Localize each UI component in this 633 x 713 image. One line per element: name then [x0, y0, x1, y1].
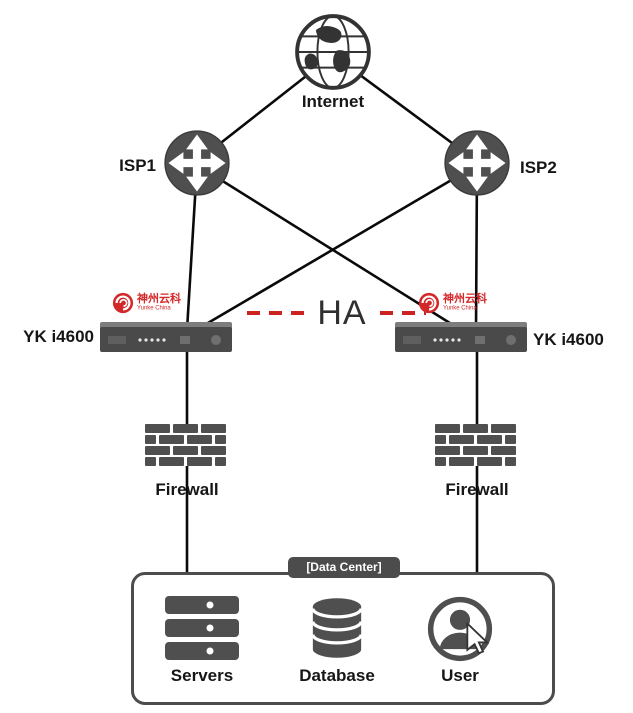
- servers-icon: [165, 596, 239, 660]
- yunke-swirl-icon: [112, 292, 134, 314]
- yunke-brand-text: 神州云科: [443, 293, 487, 305]
- yunke-logo-right: 神州云科 Yunke China: [418, 292, 487, 314]
- yk-appliance-right-icon: [395, 322, 527, 352]
- yk-appliance-left-icon: [100, 322, 232, 352]
- internet-label: Internet: [301, 92, 365, 111]
- isp1-label: ISP1: [119, 156, 156, 175]
- internet-globe-icon: [295, 14, 371, 90]
- isp1-router-icon: [164, 130, 230, 196]
- user-icon: [427, 596, 493, 662]
- servers-label: Servers: [170, 666, 234, 685]
- cursor-arrow-icon: [466, 621, 490, 655]
- yunke-logo-left: 神州云科 Yunke China: [112, 292, 181, 314]
- ha-label: HA: [317, 294, 367, 332]
- database-label: Database: [299, 666, 375, 685]
- database-icon: [311, 598, 363, 658]
- firewall-left-label: Firewall: [155, 480, 219, 499]
- user-label: User: [441, 666, 479, 685]
- yk-left-label: YK i4600: [23, 327, 94, 346]
- yunke-brand-text: 神州云科: [137, 293, 181, 305]
- datacenter-badge: [Data Center]: [288, 557, 400, 578]
- firewall-left-icon: [145, 424, 226, 466]
- isp2-label: ISP2: [520, 158, 557, 177]
- yunke-brand-sub: Yunke China: [137, 305, 171, 311]
- firewall-right-label: Firewall: [445, 480, 509, 499]
- firewall-right-icon: [435, 424, 516, 466]
- yunke-swirl-icon: [418, 292, 440, 314]
- yunke-brand-sub: Yunke China: [443, 305, 477, 311]
- isp2-router-icon: [444, 130, 510, 196]
- yk-right-label: YK i4600: [533, 330, 604, 349]
